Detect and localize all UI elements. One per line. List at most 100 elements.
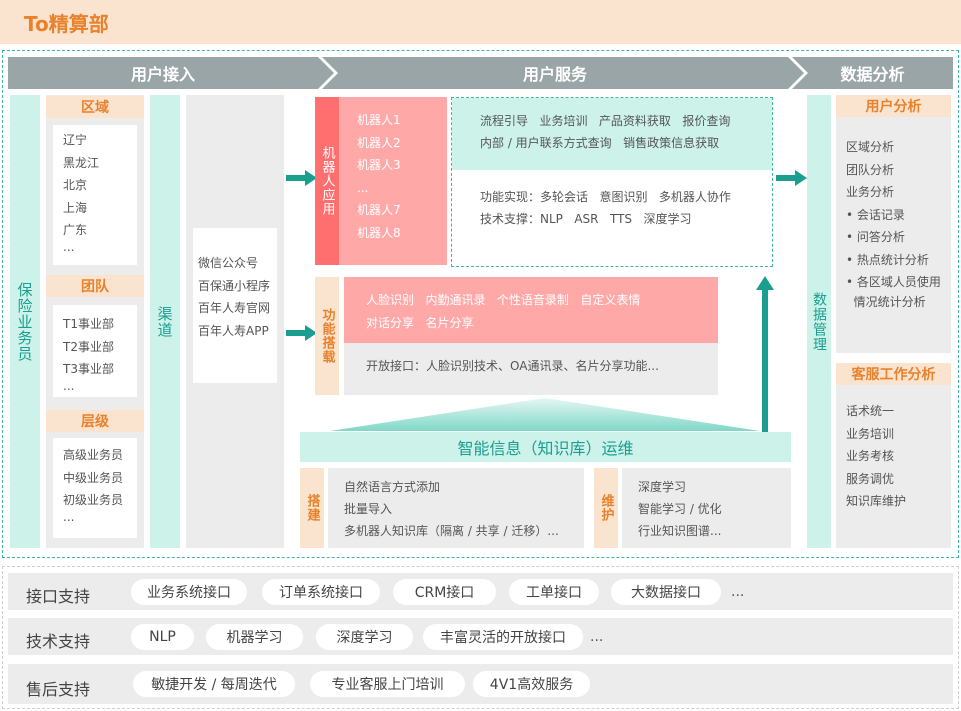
feature-items: 人脸识别 内勤通讯录 个性语音录制 自定义表情 对话分享 名片分享 [344, 277, 718, 343]
team-item: T3事业部 [63, 362, 114, 376]
channel-item: 百年人寿官网 [198, 301, 271, 315]
user-analysis-item: 业务分析 [846, 185, 895, 199]
knowledge-triangle [330, 398, 760, 431]
stage-service-shape [322, 57, 804, 89]
robot-item: 机器人7 [357, 203, 401, 217]
channel-item: 百保通小程序 [198, 278, 271, 293]
after-pill: 4V1高效服务 [473, 671, 590, 697]
maintain-item: 行业知识图谱... [638, 524, 722, 538]
data-mgmt-column: 数据管理 [807, 95, 831, 548]
level-title: 层级 [46, 410, 144, 432]
robot-tech: 功能实现：多轮会话 意图识别 多机器人协作 技术支撑：NLP ASR TTS 深… [452, 182, 772, 242]
user-analysis-item: • 各区域人员使用 [846, 275, 941, 289]
level-list: 高级业务员 中级业务员 初级业务员 ... [53, 438, 137, 538]
stage-access-label: 用户接入 [130, 65, 195, 84]
maintain-label-column: 维护 [594, 468, 618, 548]
agent-column: 保险业务员 [10, 95, 40, 548]
agent-label: 保险业务员 [15, 281, 34, 362]
robot-list: 机器人1 机器人2 机器人3 ... 机器人7 机器人8 [339, 97, 447, 265]
build-item: 多机器人知识库（隔离 / 共享 / 迁移）... [344, 524, 559, 538]
robot-item: ... [357, 180, 369, 195]
user-analysis-item: • 问答分析 [846, 230, 905, 244]
region-item: 黑龙江 [63, 155, 100, 170]
tech-pill: 深度学习 [316, 624, 413, 650]
interface-pill: CRM接口 [393, 579, 496, 605]
build-item: 批量导入 [344, 502, 393, 516]
maintain-item: 智能学习 / 优化 [638, 502, 722, 516]
feature-label: 功能搭载 [319, 308, 335, 364]
robot-tech-line: 技术支撑：NLP ASR TTS 深度学习 [480, 212, 692, 226]
cs-analysis-item: 话术统一 [846, 404, 895, 418]
maintain-panel: 深度学习 智能学习 / 优化 行业知识图谱... [622, 468, 791, 548]
team-list: T1事业部 T2事业部 T3事业部 ... [53, 305, 137, 397]
cs-analysis-item: 业务考核 [846, 449, 895, 463]
build-label-column: 搭建 [300, 468, 324, 548]
channel-item: 微信公众号 [198, 256, 259, 270]
user-analysis-item: 团队分析 [846, 162, 895, 177]
tech-pill: NLP [131, 624, 194, 650]
channel-label: 渠道 [155, 305, 174, 338]
robot-item: 机器人8 [357, 225, 401, 240]
after-pill: 敏捷开发 / 每周迭代 [133, 671, 295, 697]
build-label: 搭建 [304, 494, 320, 522]
robot-tech-line: 功能实现：多轮会话 意图识别 多机器人协作 [480, 190, 731, 204]
interface-more: ... [731, 584, 745, 600]
knowledge-title: 智能信息（知识库）运维 [457, 439, 634, 458]
robot-feature-line: 内部 / 用户联系方式查询 销售政策信息获取 [480, 136, 720, 150]
feature-open-api: 开放接口：人脸识别技术、OA通讯录、名片分享功能... [366, 359, 659, 373]
region-item: 北京 [63, 178, 88, 192]
interface-pill: 业务系统接口 [131, 579, 247, 605]
stage-analysis-label: 数据分析 [840, 65, 905, 84]
tech-pill: 丰富灵活的开放接口 [423, 624, 583, 650]
header-title: To精算部 [24, 12, 109, 36]
interface-support-label: 接口支持 [26, 587, 91, 606]
level-item: 高级业务员 [63, 448, 124, 462]
region-item: 辽宁 [63, 133, 88, 147]
feature-label-column: 功能搭载 [315, 277, 339, 395]
stage-analysis-shape [792, 57, 953, 89]
robot-item: 机器人3 [357, 158, 401, 172]
feature-line: 人脸识别 内勤通讯录 个性语音录制 自定义表情 [366, 293, 641, 307]
stage-service-label: 用户服务 [522, 65, 587, 84]
region-item: 上海 [63, 200, 88, 215]
user-analysis-title: 用户分析 [836, 95, 951, 117]
interface-pill: 大数据接口 [611, 579, 721, 605]
build-panel: 自然语言方式添加 批量导入 多机器人知识库（隔离 / 共享 / 迁移）... [328, 468, 584, 548]
robot-label: 机器人应用 [319, 146, 335, 216]
stage-bar [8, 57, 953, 89]
channel-list: 微信公众号 百保通小程序 百年人寿官网 百年人寿APP [193, 228, 277, 383]
tech-support-label: 技术支持 [26, 632, 91, 651]
team-item: T2事业部 [63, 339, 114, 354]
region-list: 辽宁 黑龙江 北京 上海 广东 ... [53, 125, 137, 265]
arrow-right-icon [776, 170, 807, 186]
stage-access-shape [8, 57, 334, 89]
region-title: 区域 [46, 96, 144, 118]
channel-item: 百年人寿APP [198, 323, 269, 338]
maintain-item: 深度学习 [638, 480, 687, 494]
level-item: 初级业务员 [63, 493, 124, 507]
interface-pill: 工单接口 [509, 579, 599, 605]
channel-column: 渠道 [150, 95, 180, 548]
robot-feature-line: 流程引导 业务培训 产品资料获取 报价查询 [480, 114, 731, 128]
support-frame [2, 566, 959, 709]
level-item: 中级业务员 [63, 470, 124, 485]
cs-analysis-item: 服务调优 [846, 471, 895, 486]
tech-pill: 机器学习 [206, 624, 303, 650]
robot-item: 机器人1 [357, 113, 401, 127]
team-title: 团队 [46, 275, 144, 297]
robot-features: 流程引导 业务培训 产品资料获取 报价查询 内部 / 用户联系方式查询 销售政策… [452, 98, 772, 170]
knowledge-bar: 智能信息（知识库）运维 [300, 432, 791, 462]
data-mgmt-label: 数据管理 [811, 291, 827, 352]
user-analysis-item: 区域分析 [846, 140, 895, 154]
after-support-label: 售后支持 [26, 680, 91, 699]
team-item: ... [63, 378, 75, 393]
user-analysis-item: • 会话记录 [846, 207, 905, 222]
arrow-right-icon [286, 170, 317, 186]
cs-analysis-title: 客服工作分析 [836, 363, 951, 385]
robot-item: 机器人2 [357, 135, 401, 150]
cs-analysis-list: 话术统一 业务培训 业务考核 服务调优 知识库维护 [846, 400, 950, 513]
region-item: ... [63, 239, 75, 254]
interface-pill: 订单系统接口 [262, 579, 380, 605]
after-pill: 专业客服上门培训 [310, 671, 465, 697]
robot-label-column: 机器人应用 [315, 97, 339, 265]
